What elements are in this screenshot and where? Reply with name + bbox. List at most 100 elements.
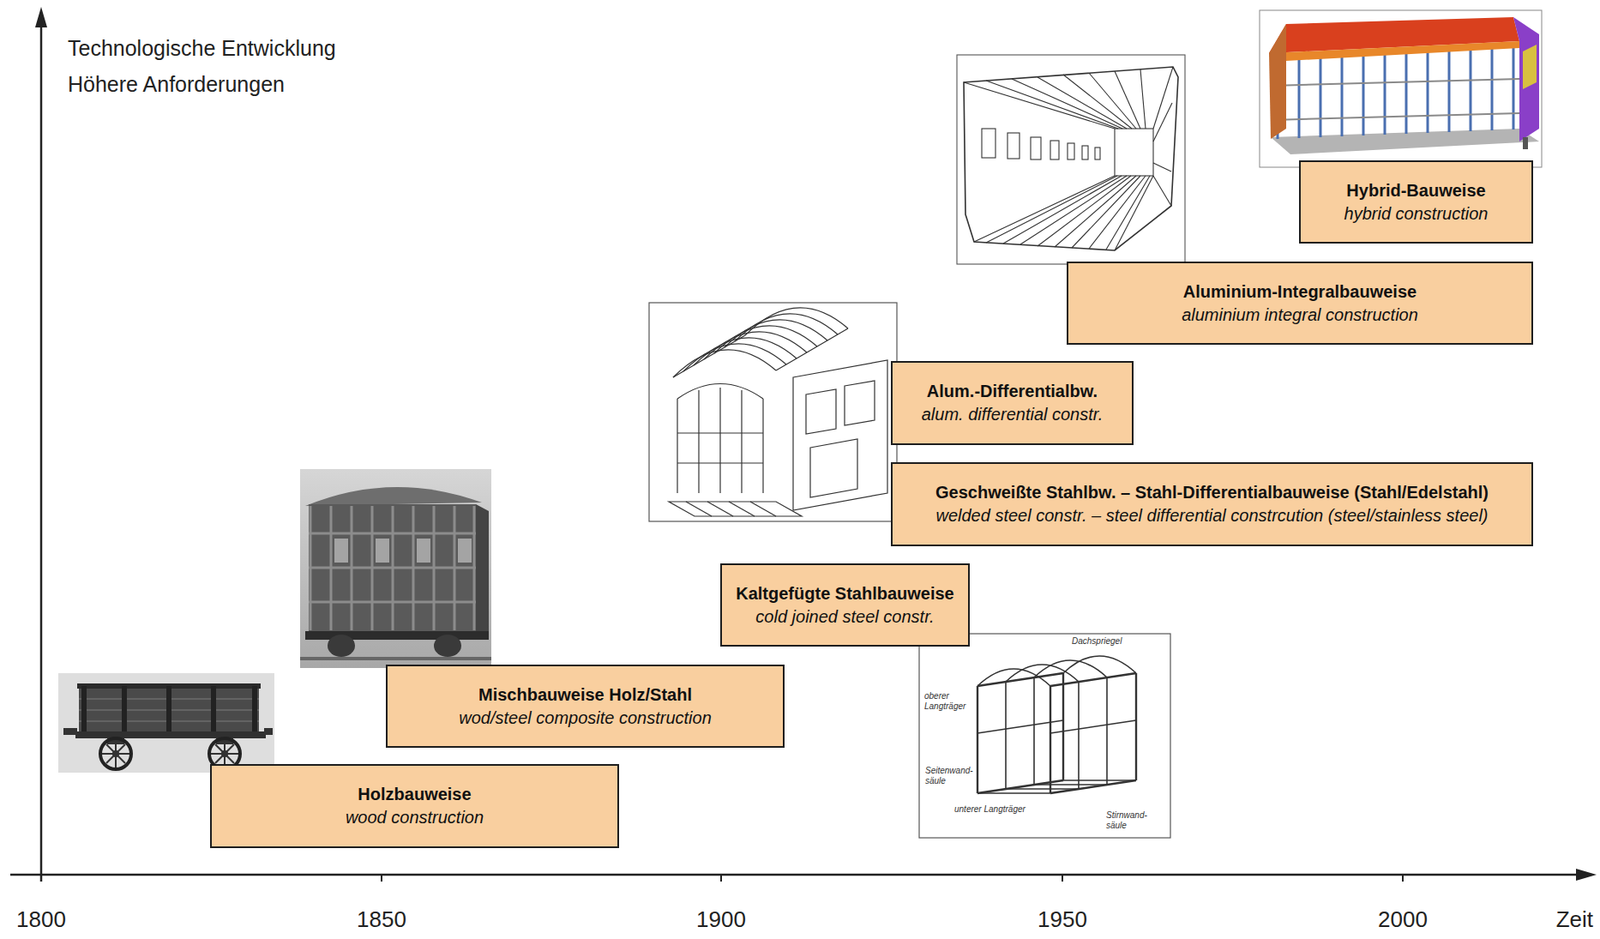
exploded-body-drawing-part	[719, 387, 721, 494]
era-title: Alum.-Differentialbw.	[926, 379, 1098, 404]
axes-part	[1061, 874, 1064, 882]
part-name: Seitenwand- säule	[925, 765, 975, 786]
exploded-body-drawing-part	[677, 462, 764, 464]
extrusion-body-drawing-part	[1153, 66, 1173, 129]
year-tick: 1900	[696, 907, 746, 933]
exploded-body-drawing-part	[693, 337, 797, 366]
exploded-body-drawing	[649, 302, 897, 522]
steel-frame-drawing-part	[1033, 677, 1035, 785]
era-box: Geschweißte Stahlbw. – Stahl-Differentia…	[890, 462, 1534, 547]
coach-photo-part	[375, 538, 390, 563]
era-translation: cold joined steel constr.	[755, 605, 934, 629]
steel-frame-drawing-part	[1004, 681, 1007, 789]
axes-part	[720, 874, 722, 882]
hybrid-body-render-part-part	[1362, 55, 1366, 136]
wagon-photo-part	[215, 744, 235, 764]
hybrid-body-render-part	[1522, 137, 1528, 150]
hybrid-body-render-part-part	[1383, 54, 1387, 135]
hybrid-body-render-part	[1270, 78, 1520, 86]
exploded-body-drawing-part	[649, 302, 897, 522]
exploded-body-drawing-part	[685, 501, 712, 517]
wagon-photo-part	[252, 685, 258, 733]
hybrid-body-render-part-part	[1512, 47, 1516, 130]
extrusion-body-drawing-part	[981, 128, 996, 158]
hybrid-body-render-part	[1269, 41, 1520, 62]
coach-photo-part	[308, 505, 476, 631]
era-box: Mischbauweise Holz/Stahlwod/steel compos…	[385, 664, 785, 748]
era-title: Holzbauweise	[357, 782, 471, 807]
extrusion-body-drawing-part	[1114, 128, 1154, 176]
exploded-body-drawing-part	[673, 335, 746, 378]
era-translation: hybrid construction	[1344, 202, 1489, 226]
steel-frame-drawing-part	[1049, 685, 1052, 794]
exploded-body-drawing-part	[677, 432, 764, 434]
era-translation: aluminium integral construction	[1181, 303, 1419, 327]
steel-frame-drawing-part	[1005, 787, 1079, 790]
coach-photo-part	[416, 538, 431, 563]
exploded-body-drawing-part	[728, 501, 755, 517]
era-title: Mischbauweise Holz/Stahl	[478, 683, 692, 707]
coach-photo-part	[308, 504, 476, 632]
hybrid-body-render-part	[1277, 47, 1514, 139]
coach-photo	[300, 469, 492, 668]
era-translation: wod/steel composite construction	[458, 706, 712, 730]
extrusion-body-drawing-part	[1153, 102, 1173, 142]
steel-frame-drawing-part	[1135, 673, 1137, 781]
extrusion-body-drawing-part	[1153, 175, 1172, 206]
year-tick: 1950	[1037, 907, 1088, 933]
year-tick: 2000	[1377, 907, 1428, 933]
hybrid-body-render-part-part	[1341, 57, 1344, 137]
part-name: Stirnwand- säule	[1106, 810, 1155, 831]
steel-frame-drawing-part	[919, 633, 1171, 838]
coach-photo-part	[334, 538, 349, 563]
axis-title: Technologische Entwicklung	[67, 36, 337, 61]
steel-frame-drawing-part	[1050, 780, 1137, 794]
hybrid-body-render	[1259, 10, 1542, 168]
exploded-body-drawing-part	[668, 501, 802, 517]
wagon-photo-part	[215, 744, 235, 764]
exploded-body-drawing-part	[697, 390, 699, 494]
hybrid-body-render-part-part	[1319, 58, 1323, 138]
era-translation: wood construction	[345, 806, 484, 830]
steel-frame-drawing-part	[1106, 677, 1108, 785]
coach-photo-part-part	[308, 601, 476, 604]
exploded-body-drawing-part	[734, 313, 838, 342]
steel-frame-drawing-part	[1062, 673, 1065, 781]
extrusion-body-drawing-part	[986, 80, 1119, 129]
hybrid-body-render-part	[1269, 24, 1287, 139]
coach-photo-part	[433, 634, 462, 657]
part-name: unterer Langträger	[954, 804, 1026, 815]
exploded-body-drawing-part	[707, 501, 734, 517]
extrusion-body-drawing-part	[1114, 71, 1141, 129]
exploded-body-drawing-part	[673, 349, 776, 378]
hybrid-body-render-part-part	[1298, 59, 1301, 139]
extrusion-body-drawing-part	[1082, 145, 1089, 160]
wagon-photo-part	[210, 685, 217, 733]
extrusion-body-drawing-part	[1094, 147, 1101, 160]
era-box: Aluminium-Integralbauweisealuminium inte…	[1066, 261, 1534, 345]
wagon-photo-part	[264, 727, 273, 735]
exploded-body-drawing-part	[714, 325, 818, 354]
hybrid-body-render-part	[1259, 10, 1542, 168]
hybrid-body-render-part	[1513, 17, 1540, 142]
wagon-photo-part	[63, 727, 78, 735]
extrusion-body-drawing-part	[1067, 143, 1075, 160]
axis-label: Zeit	[1556, 907, 1594, 933]
extrusion-body-drawing-part	[1088, 72, 1137, 129]
coach-photo-part-part	[308, 532, 476, 536]
hybrid-body-render-part-part	[1405, 53, 1408, 134]
extrusion-body-drawing-part	[1030, 137, 1041, 160]
steel-frame-drawing-part	[1063, 779, 1137, 782]
extrusion-body-drawing-part	[1007, 132, 1020, 159]
extrusion-body-drawing-part	[1054, 175, 1137, 247]
era-box: Holzbauweisewood construction	[210, 763, 620, 849]
steel-frame-drawing-part	[1050, 673, 1137, 686]
steel-frame-drawing-part	[976, 685, 979, 794]
steel-frame-drawing-part	[1050, 720, 1137, 734]
exploded-body-drawing-part	[844, 380, 875, 426]
extrusion-body-drawing-part	[963, 66, 1179, 251]
extrusion-body-drawing-part	[1106, 175, 1150, 250]
wagon-photo-part	[75, 731, 266, 739]
axes-part	[380, 874, 383, 882]
part-name: Dachspriegel	[1071, 636, 1122, 647]
